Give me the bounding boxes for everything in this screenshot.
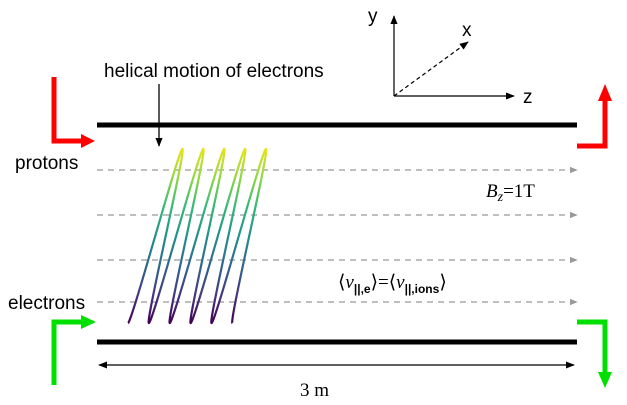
helical-motion-label: helical motion of electrons <box>104 61 324 82</box>
electron-inlet-arrow <box>51 319 81 385</box>
x-axis-line <box>393 41 469 97</box>
velocity-left-subscript: ||,e <box>354 282 371 296</box>
x-axis-label: x <box>462 20 472 41</box>
electron-arrows <box>51 315 612 388</box>
velocity-relation: ⟨v||,e⟩=⟨v||,ions⟩ <box>338 272 447 296</box>
proton-outlet-arrow <box>577 101 608 149</box>
field-symbol: B <box>486 181 498 202</box>
velocity-left-symbol: v <box>345 272 354 293</box>
field-subscript: z <box>497 190 504 205</box>
velocity-right-subscript: ||,ions <box>405 282 440 296</box>
electrons-label: electrons <box>8 293 85 314</box>
field-label: Bz=1T <box>486 181 535 205</box>
y-axis-label: y <box>368 6 378 27</box>
proton-inlet-arrowhead <box>81 134 95 148</box>
electron-outlet-arrowhead <box>598 372 612 388</box>
helix-trajectory <box>127 147 268 325</box>
z-axis-label: z <box>523 87 533 108</box>
velocity-right-symbol: v <box>396 272 405 293</box>
coordinate-axes: y x z <box>368 6 533 108</box>
proton-arrows <box>51 77 612 149</box>
field-value: =1T <box>503 181 535 202</box>
length-label: 3 m <box>300 380 329 401</box>
velocity-equals: = <box>378 272 389 293</box>
protons-label: protons <box>15 153 78 174</box>
electron-outlet-arrow <box>577 319 608 372</box>
proton-inlet-arrow <box>51 77 81 144</box>
electron-inlet-arrowhead <box>81 315 96 329</box>
proton-outlet-arrowhead <box>598 84 612 101</box>
